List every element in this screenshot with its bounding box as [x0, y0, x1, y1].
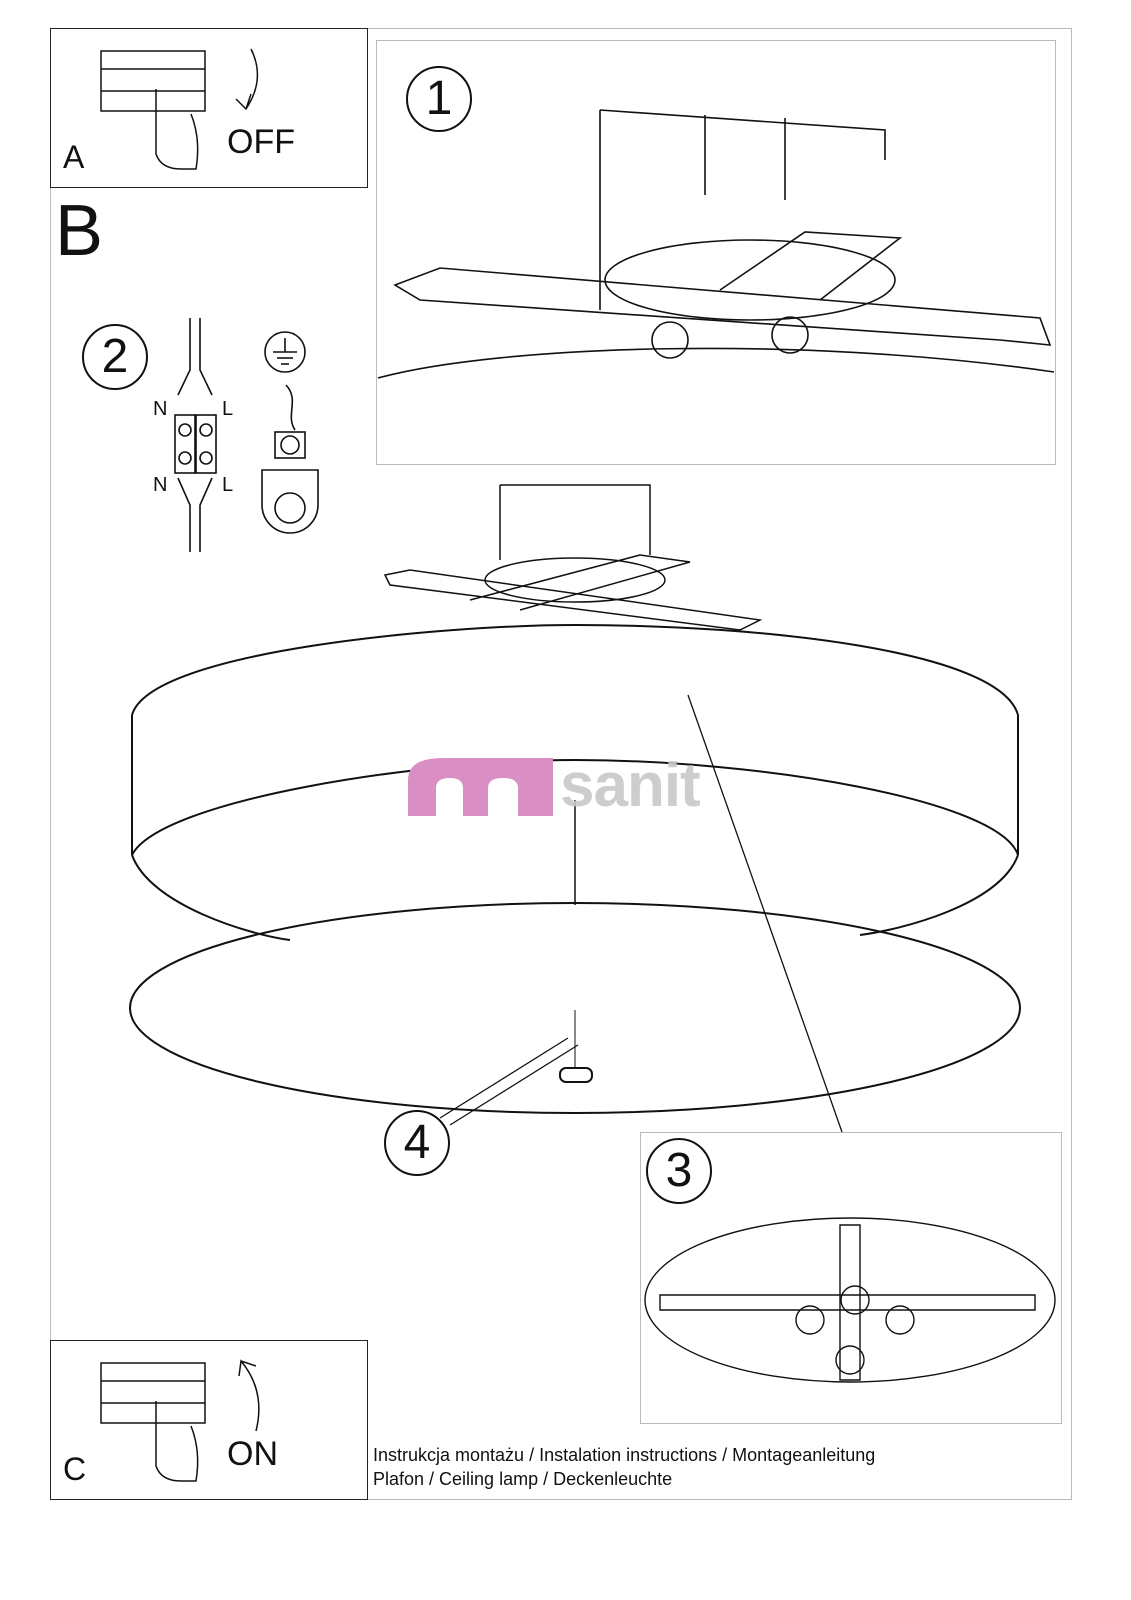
wire-n-top: N — [153, 398, 168, 420]
wire-n-bottom: N — [153, 474, 168, 496]
step-c-letter: C — [63, 1451, 87, 1487]
step-a-action: OFF — [227, 123, 295, 161]
wire-l-top: L — [222, 398, 234, 420]
step-c-panel: C ON — [50, 1340, 368, 1500]
step-c-action: ON — [227, 1435, 278, 1473]
page-frame — [50, 28, 1072, 1500]
wire-l-bottom: L — [222, 474, 234, 496]
step-b-letter: B — [55, 191, 104, 271]
watermark-text: sanit — [560, 751, 701, 820]
step-1-panel — [376, 40, 1056, 465]
step-3-number: 3 — [646, 1138, 712, 1204]
step-a-panel: A OFF — [50, 28, 368, 188]
breaker-on-icon — [100, 1359, 260, 1482]
step-a-letter: A — [63, 139, 85, 175]
step-1-number: 1 — [406, 66, 472, 132]
step-2-number: 2 — [82, 324, 148, 390]
footer-subtitle: Plafon / Ceiling lamp / Deckenleuchte — [373, 1469, 673, 1489]
watermark-logo — [408, 758, 558, 816]
footer-title: Instrukcja montażu / Instalation instruc… — [373, 1445, 876, 1465]
step-3-panel — [640, 1132, 1062, 1424]
breaker-off-icon — [100, 48, 259, 170]
step-4-number: 4 — [384, 1110, 450, 1176]
watermark-m-mark — [408, 758, 553, 816]
